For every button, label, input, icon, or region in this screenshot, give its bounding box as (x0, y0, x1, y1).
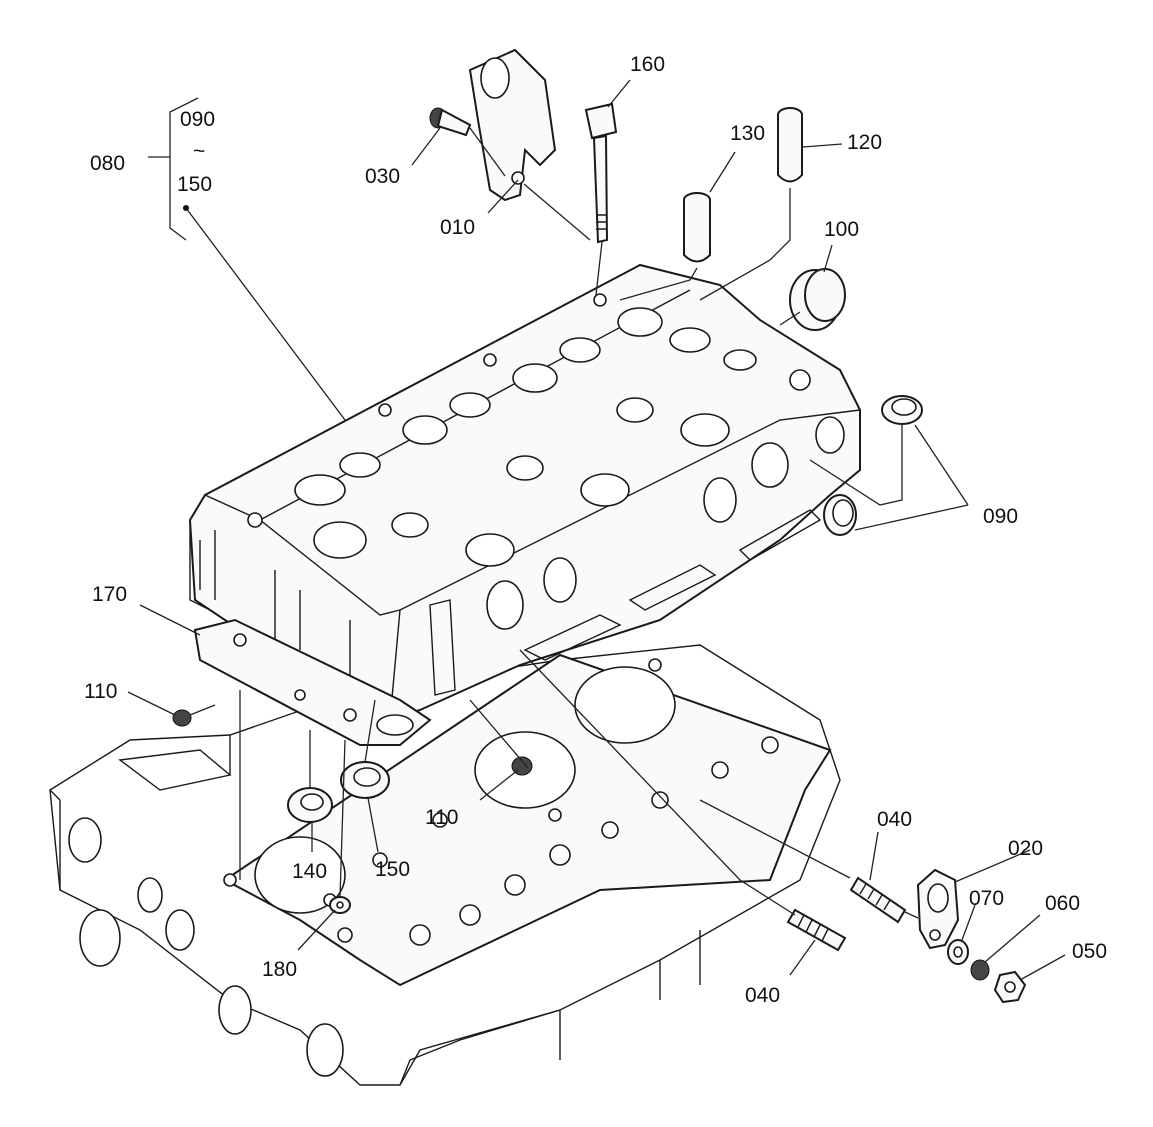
label-030: 030 (365, 165, 400, 188)
label-160: 160 (630, 53, 665, 76)
label-090-right: 090 (983, 505, 1018, 528)
label-120: 120 (847, 131, 882, 154)
plug-110-a (172, 709, 192, 727)
label-040-lower: 040 (745, 984, 780, 1007)
label-100: 100 (824, 218, 859, 241)
washer-060 (970, 959, 990, 981)
bolt-160 (584, 102, 618, 244)
engine-block (49, 644, 841, 1086)
label-170: 170 (92, 583, 127, 606)
label-130: 130 (730, 122, 765, 145)
label-110-center: 110 (425, 806, 458, 829)
head-gasket (223, 653, 832, 987)
label-140: 140 (292, 860, 327, 883)
label-060: 060 (1045, 892, 1080, 915)
label-150-bottom: 150 (375, 858, 410, 881)
washer-070 (947, 939, 969, 965)
plug-100 (789, 268, 846, 331)
label-090-top: 090 (180, 108, 215, 131)
callout-labels: 080 090 ~ 150 030 010 160 130 120 100 09… (84, 53, 1107, 1007)
plug-090-a (881, 395, 923, 425)
leader-dot (183, 205, 189, 211)
bracket-010 (468, 48, 557, 202)
stud-040-a (849, 876, 907, 924)
label-080: 080 (90, 152, 125, 175)
label-020: 020 (1008, 837, 1043, 860)
sleeve-130 (683, 192, 711, 263)
label-150-top: 150 (177, 173, 212, 196)
nut-050 (993, 970, 1027, 1004)
bolt-030 (429, 107, 472, 137)
label-110-left: 110 (84, 680, 117, 703)
leader-lines (127, 79, 1066, 981)
label-070: 070 (969, 887, 1004, 910)
plug-090-b (823, 494, 857, 536)
label-010: 010 (440, 216, 475, 239)
bracket-020 (916, 868, 960, 950)
label-040-upper: 040 (877, 808, 912, 831)
stud-040-b (786, 908, 847, 952)
label-050: 050 (1072, 940, 1107, 963)
cylinder-head (188, 263, 861, 722)
seal-140 (287, 787, 333, 823)
sleeve-120 (777, 107, 803, 183)
intake-gasket (193, 618, 432, 746)
label-range-tilde: ~ (193, 140, 205, 163)
label-180: 180 (262, 958, 297, 981)
washer-180 (329, 896, 351, 914)
seal-150 (340, 761, 390, 799)
